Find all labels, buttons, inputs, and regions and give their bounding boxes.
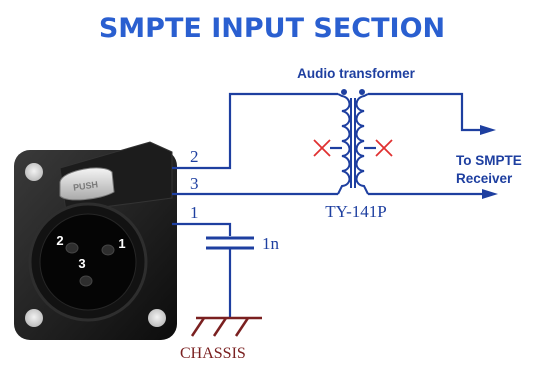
transformer-label: Audio transformer — [297, 66, 416, 81]
transformer-model: TY-141P — [325, 202, 386, 221]
socket-label-1: 1 — [118, 236, 125, 251]
arrow-right-icon — [480, 125, 496, 135]
diagram-title: SMPTE INPUT SECTION — [99, 13, 445, 44]
wire-label-2: 2 — [190, 147, 199, 166]
chassis-label: CHASSIS — [180, 345, 246, 362]
arrow-right-icon — [482, 189, 498, 199]
unconnected-tap-right — [375, 139, 393, 157]
socket-hole-2 — [65, 242, 79, 254]
secondary-coil — [355, 93, 369, 195]
socket-hole-3 — [79, 275, 93, 287]
xlr-connector: PUSH 2 3 1 — [14, 141, 177, 340]
receiver-label-line2: Receiver — [456, 171, 513, 186]
capacitor: 1n — [206, 234, 280, 318]
wire-pin-3: 3 — [172, 174, 338, 196]
mount-hole-bottom-left — [25, 309, 43, 327]
output-wire-top — [368, 92, 496, 135]
output-wire-bottom — [368, 189, 498, 199]
mount-hole-top-left — [25, 163, 43, 181]
latch-text: PUSH — [73, 179, 99, 192]
wire-label-1: 1 — [190, 203, 199, 222]
wire-label-3: 3 — [190, 174, 199, 193]
socket-label-3: 3 — [78, 256, 85, 271]
primary-coil — [337, 93, 351, 195]
receiver-label-line1: To SMPTE — [456, 153, 522, 168]
connector-latch: PUSH — [59, 167, 115, 201]
mount-hole-bottom-right — [148, 309, 166, 327]
capacitor-value: 1n — [262, 234, 280, 253]
unconnected-tap-left — [313, 139, 331, 157]
chassis-ground: CHASSIS — [180, 316, 262, 362]
audio-transformer: Audio transformer TY-141P — [297, 66, 416, 221]
wire-pin-1: 1 — [172, 203, 232, 236]
socket-hole-1 — [101, 244, 115, 256]
socket-label-2: 2 — [56, 233, 63, 248]
wire-pin-2: 2 — [172, 92, 338, 170]
